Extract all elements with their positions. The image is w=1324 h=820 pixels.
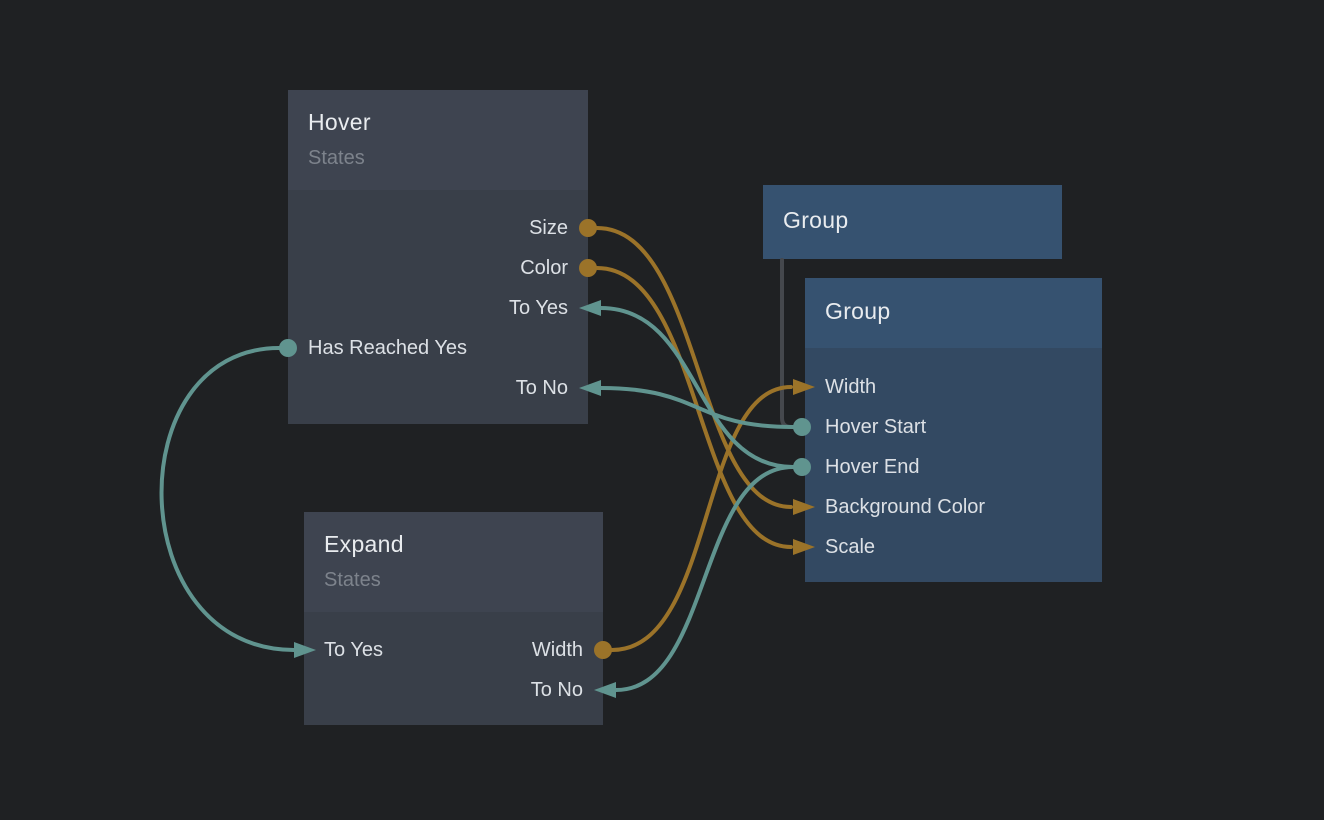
port-hover-size[interactable]: Size bbox=[529, 217, 568, 239]
node-expand-header[interactable] bbox=[304, 512, 603, 612]
node-hover-header[interactable] bbox=[288, 90, 588, 190]
port-hover-has-reached-yes[interactable]: Has Reached Yes bbox=[308, 337, 468, 359]
port-expand-to-yes[interactable]: To Yes bbox=[324, 639, 383, 661]
node-subtitle: States bbox=[324, 569, 381, 591]
connection-hover-end-to-to-yes[interactable] bbox=[599, 306, 795, 469]
connection-hover-end-to-expand-to-no[interactable] bbox=[614, 465, 795, 692]
port-group-hover-end[interactable]: Hover End bbox=[825, 456, 920, 478]
node-hover-states: Hover States Size Color To Yes Has Reach… bbox=[288, 90, 588, 424]
connection-size-to-background-color[interactable] bbox=[595, 226, 793, 509]
port-group-background-color[interactable]: Background Color bbox=[825, 496, 986, 518]
connection-expand-width-to-group-width[interactable] bbox=[610, 385, 793, 652]
port-group-hover-start[interactable]: Hover Start bbox=[825, 416, 927, 438]
node-group: Group Width Hover Start Hover End Backgr… bbox=[805, 278, 1102, 582]
node-title: Group bbox=[825, 298, 891, 324]
port-hover-to-yes[interactable]: To Yes bbox=[509, 297, 568, 319]
node-title: Hover bbox=[308, 109, 371, 135]
node-expand-states: Expand States To Yes Width To No bbox=[304, 512, 603, 725]
node-title: Group bbox=[783, 207, 849, 233]
port-expand-width[interactable]: Width bbox=[531, 639, 583, 661]
node-group-parent[interactable]: Group bbox=[763, 185, 1062, 259]
node-subtitle: States bbox=[308, 147, 365, 169]
port-group-width[interactable]: Width bbox=[825, 376, 877, 398]
hierarchy-line-group bbox=[780, 258, 797, 429]
port-hover-to-no[interactable]: To No bbox=[515, 377, 568, 399]
connection-hover-start-to-to-no[interactable] bbox=[599, 386, 795, 429]
connection-has-reached-yes-to-expand-to-yes[interactable] bbox=[159, 346, 296, 652]
port-expand-to-no[interactable]: To No bbox=[530, 679, 583, 701]
node-title: Expand bbox=[324, 531, 404, 557]
node-group-header[interactable] bbox=[805, 278, 1102, 348]
port-hover-color[interactable]: Color bbox=[520, 257, 568, 279]
connection-color-to-scale[interactable] bbox=[595, 266, 793, 549]
port-group-scale[interactable]: Scale bbox=[825, 536, 876, 558]
